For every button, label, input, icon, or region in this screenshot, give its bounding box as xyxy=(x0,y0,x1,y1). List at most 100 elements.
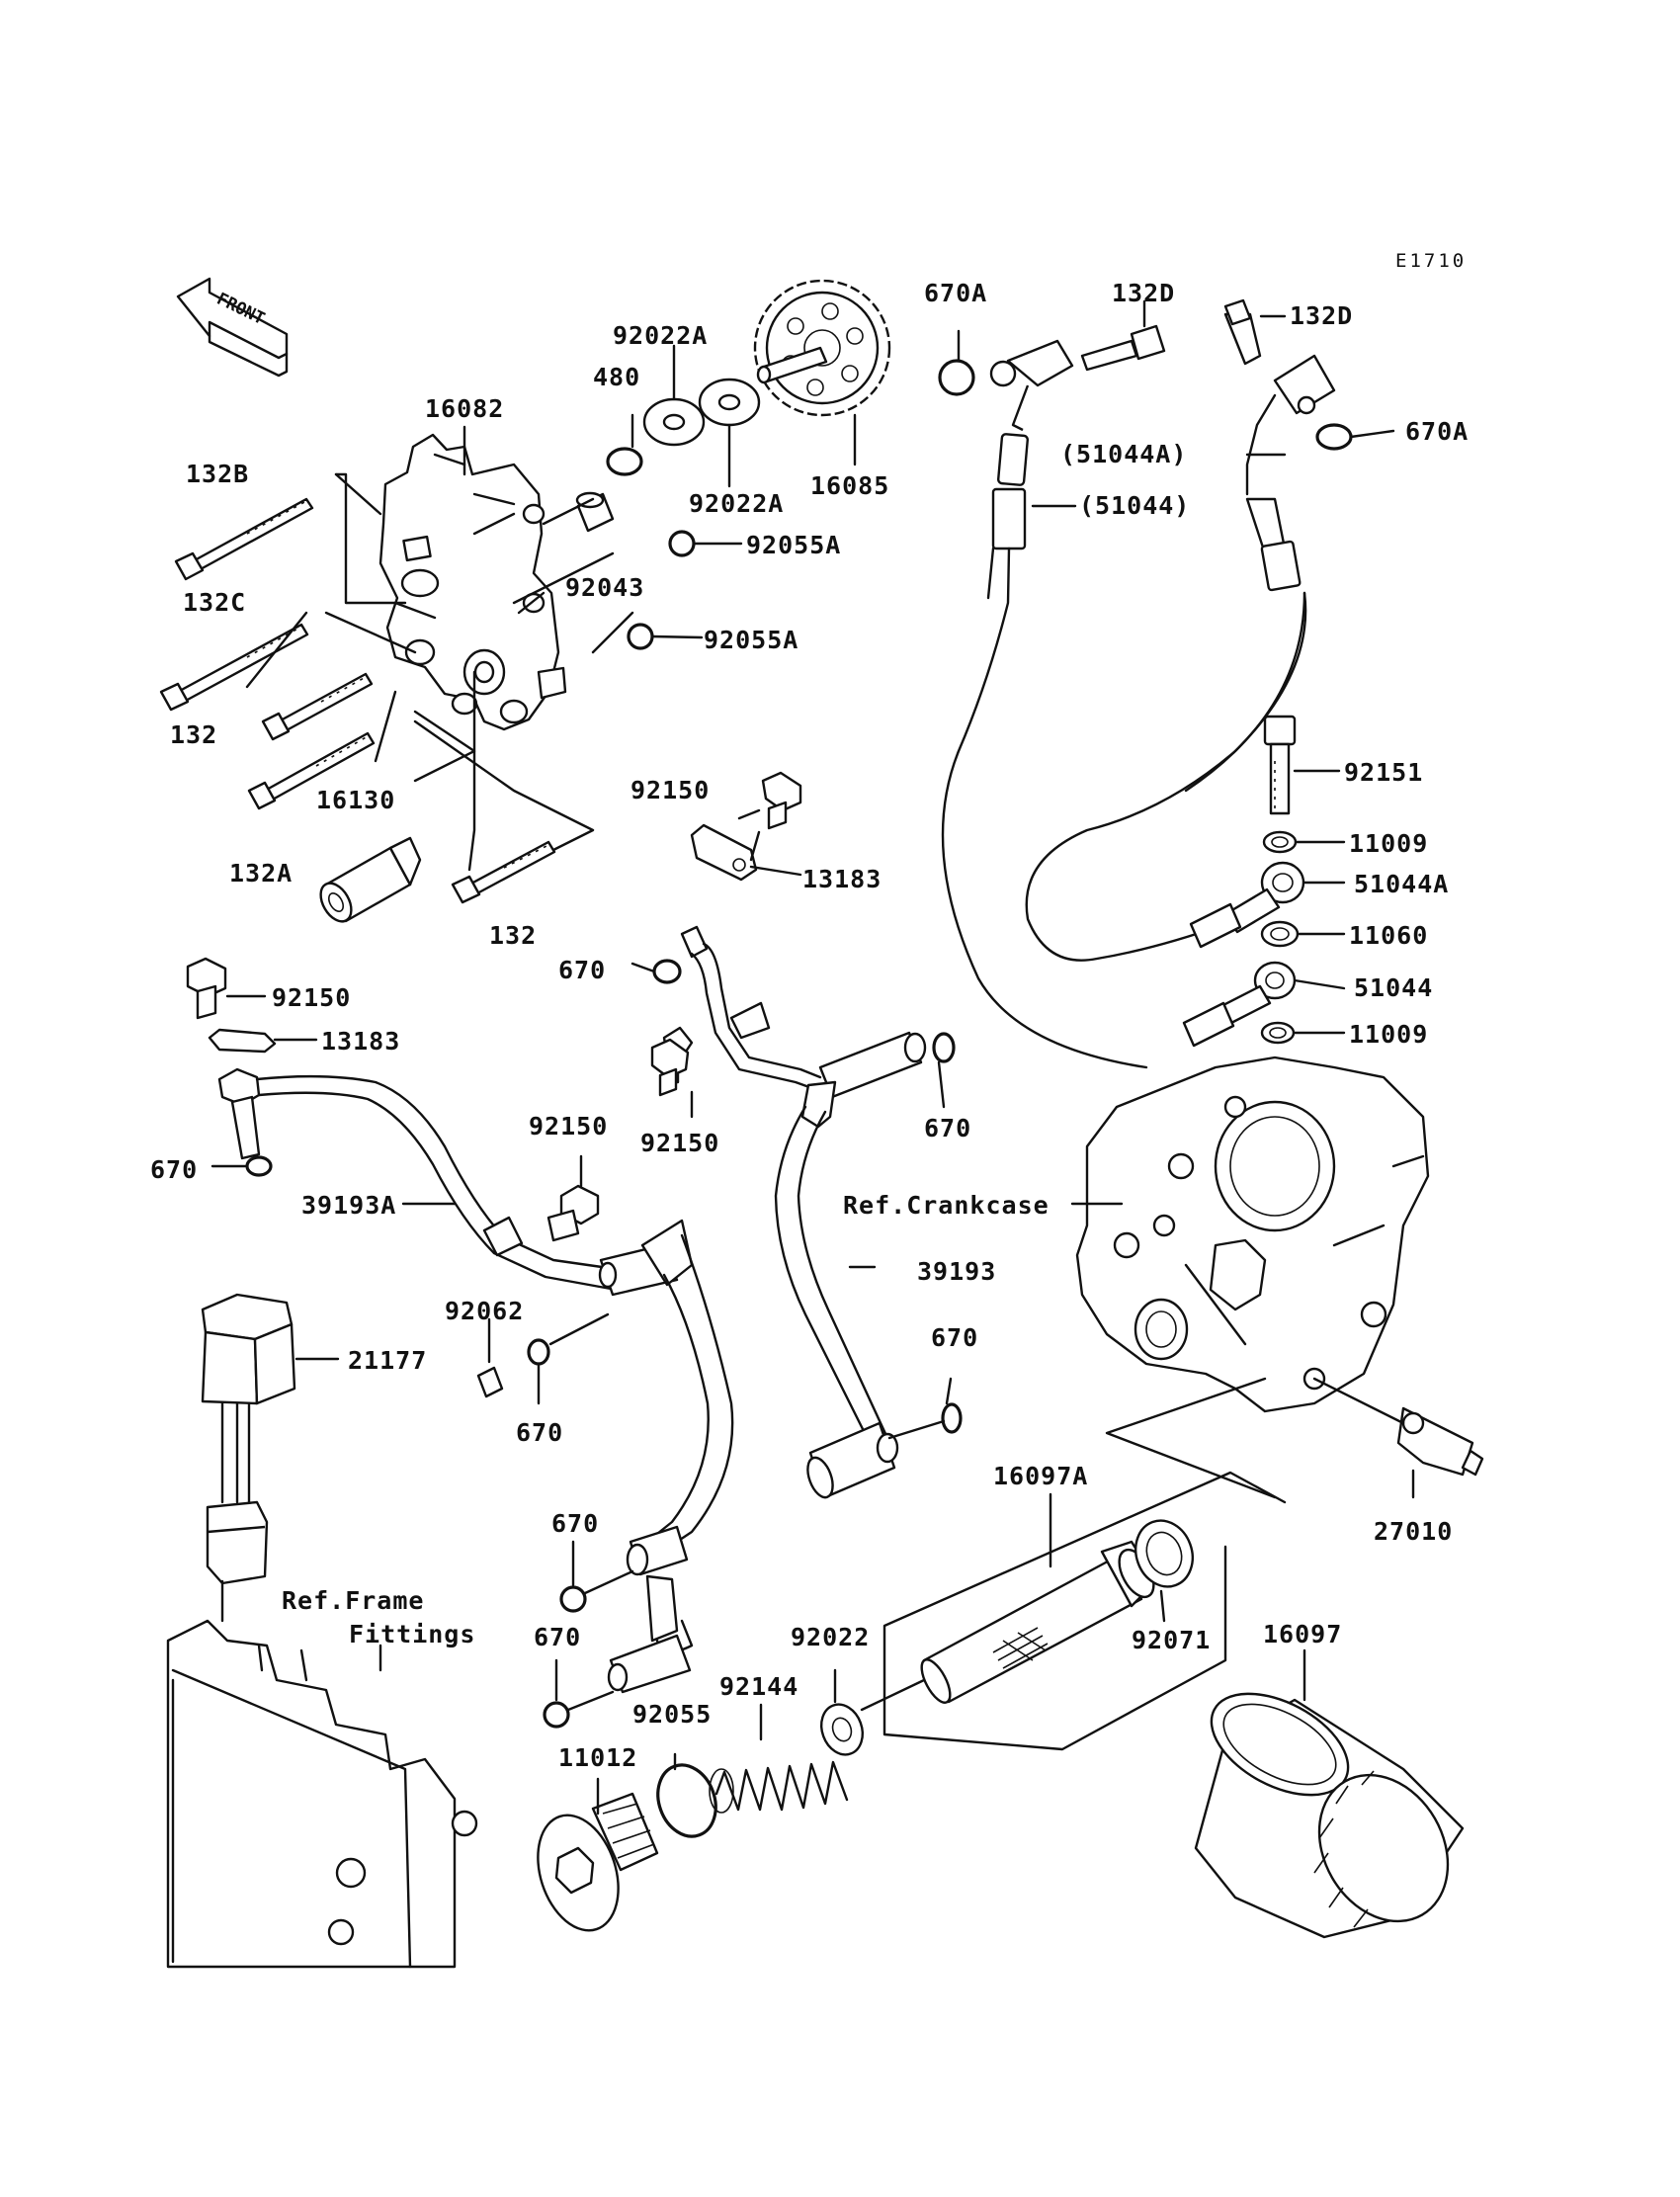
bolt-132c xyxy=(159,623,309,712)
o-ring-92071 xyxy=(1134,1519,1194,1588)
label-16097a: 16097A xyxy=(993,1462,1088,1490)
o-ring-670-6 xyxy=(559,1585,587,1613)
spring-92144 xyxy=(709,1760,849,1814)
label-480: 480 xyxy=(593,363,640,391)
ref-frame-label: Ref.Frame xyxy=(282,1586,424,1615)
label-92062: 92062 xyxy=(445,1297,524,1325)
label-16082: 16082 xyxy=(425,394,504,423)
label-670-1: 670 xyxy=(558,956,606,984)
o-ring-92055 xyxy=(656,1763,717,1838)
o-ring-670-4 xyxy=(245,1155,273,1177)
o-ring-92055a-2 xyxy=(627,623,654,650)
sleeve-16130 xyxy=(319,836,422,923)
bracket-13183-1 xyxy=(690,823,758,882)
washer-92022a-2 xyxy=(698,378,761,427)
o-ring-670a-2 xyxy=(1315,423,1353,451)
strainer-16097a xyxy=(920,1540,1158,1704)
label-92022: 92022 xyxy=(791,1623,870,1651)
bolt-92150-1 xyxy=(749,771,802,862)
crankcase-drawing xyxy=(1075,1056,1430,1413)
oil-hose-51044 xyxy=(941,324,1166,1069)
washer-11009-1 xyxy=(1262,830,1298,854)
label-132d-2: 132D xyxy=(1290,301,1353,330)
label-92055a-2: 92055A xyxy=(704,626,798,654)
label-39193a: 39193A xyxy=(301,1191,396,1220)
o-ring-670-1 xyxy=(652,959,682,984)
label-132d-1: 132D xyxy=(1112,279,1175,307)
label-92022a-1: 92022A xyxy=(613,321,708,350)
bolt-132b xyxy=(174,497,314,581)
label-13183-2: 13183 xyxy=(321,1027,400,1056)
o-ring-670-2 xyxy=(932,1032,956,1063)
ref-crankcase-label: Ref.Crankcase xyxy=(843,1191,1050,1220)
label-51044-paren: (51044) xyxy=(1079,491,1190,520)
ref-fittings-label: Fittings xyxy=(349,1620,475,1648)
bolt-92150-3 xyxy=(650,1038,690,1097)
label-670-6: 670 xyxy=(551,1509,599,1538)
banjo-bolt-92151 xyxy=(1263,715,1297,815)
oil-hose-51044a xyxy=(1025,298,1336,962)
label-92055: 92055 xyxy=(632,1700,712,1729)
banjo-fitting-51044a xyxy=(1189,861,1305,949)
label-92055a-1: 92055A xyxy=(746,531,841,559)
label-132-1: 132 xyxy=(170,720,217,749)
label-11009-1: 11009 xyxy=(1349,829,1428,858)
label-16085: 16085 xyxy=(810,471,889,500)
pressure-switch-27010 xyxy=(1312,1377,1484,1477)
label-11009-2: 11009 xyxy=(1349,1020,1428,1049)
bolt-132 xyxy=(261,672,374,741)
label-92022a-2: 92022A xyxy=(689,489,784,518)
diagram-code: E1710 xyxy=(1395,250,1467,272)
bolt-92150-2 xyxy=(186,957,227,1020)
label-670-3: 670 xyxy=(150,1155,198,1184)
o-ring-670-3 xyxy=(941,1402,963,1434)
dowel-92043 xyxy=(575,491,615,533)
o-ring-670a-1 xyxy=(938,359,975,396)
drain-plug-11012 xyxy=(537,1792,659,1932)
label-132b: 132B xyxy=(186,460,249,488)
washer-92022 xyxy=(820,1703,864,1756)
label-27010: 27010 xyxy=(1374,1517,1453,1546)
label-21177: 21177 xyxy=(348,1346,427,1375)
sensor-21177 xyxy=(201,1293,296,1585)
label-92150-1: 92150 xyxy=(630,776,710,804)
label-16097: 16097 xyxy=(1263,1620,1342,1648)
label-670-7: 670 xyxy=(534,1623,581,1651)
label-51044a-paren: (51044A) xyxy=(1060,440,1187,468)
gear-16085 xyxy=(753,279,891,417)
label-670-4: 670 xyxy=(931,1323,978,1352)
label-92043: 92043 xyxy=(565,573,644,602)
oil-pipe-39193a xyxy=(217,1067,734,1694)
label-132-2: 132 xyxy=(489,921,537,950)
banjo-fitting-51044 xyxy=(1182,961,1297,1048)
label-11012: 11012 xyxy=(558,1743,637,1772)
label-92150-4: 92150 xyxy=(529,1112,608,1141)
washer-11060 xyxy=(1260,920,1300,948)
oil-pipe-39193 xyxy=(662,925,927,1499)
label-92071: 92071 xyxy=(1132,1626,1211,1654)
label-92150-2: 92150 xyxy=(272,983,351,1012)
frame-drawing xyxy=(166,1619,478,1969)
label-51044: 51044 xyxy=(1354,973,1433,1002)
label-13183-1: 13183 xyxy=(802,865,882,893)
o-ring-670-5 xyxy=(527,1338,550,1366)
label-39193: 39193 xyxy=(917,1257,996,1286)
label-670-5: 670 xyxy=(516,1418,563,1447)
label-132a: 132A xyxy=(229,859,293,887)
label-51044a: 51044A xyxy=(1354,870,1449,898)
label-670a-1: 670A xyxy=(924,279,987,307)
label-670a-2: 670A xyxy=(1405,417,1469,446)
bolt-92150-4 xyxy=(546,1184,600,1242)
oil-filter-16097 xyxy=(1194,1692,1465,1939)
circlip-480 xyxy=(606,447,643,476)
washer-11009-2 xyxy=(1260,1021,1296,1045)
bracket-13183-2 xyxy=(208,1028,277,1054)
washer-92022a-1 xyxy=(642,397,706,447)
oil-pump-drawing xyxy=(378,433,567,731)
o-ring-670-7 xyxy=(543,1701,570,1729)
label-92151: 92151 xyxy=(1344,758,1423,787)
label-92144: 92144 xyxy=(719,1672,798,1701)
bolt-132a xyxy=(247,731,376,810)
label-11060: 11060 xyxy=(1349,921,1428,950)
